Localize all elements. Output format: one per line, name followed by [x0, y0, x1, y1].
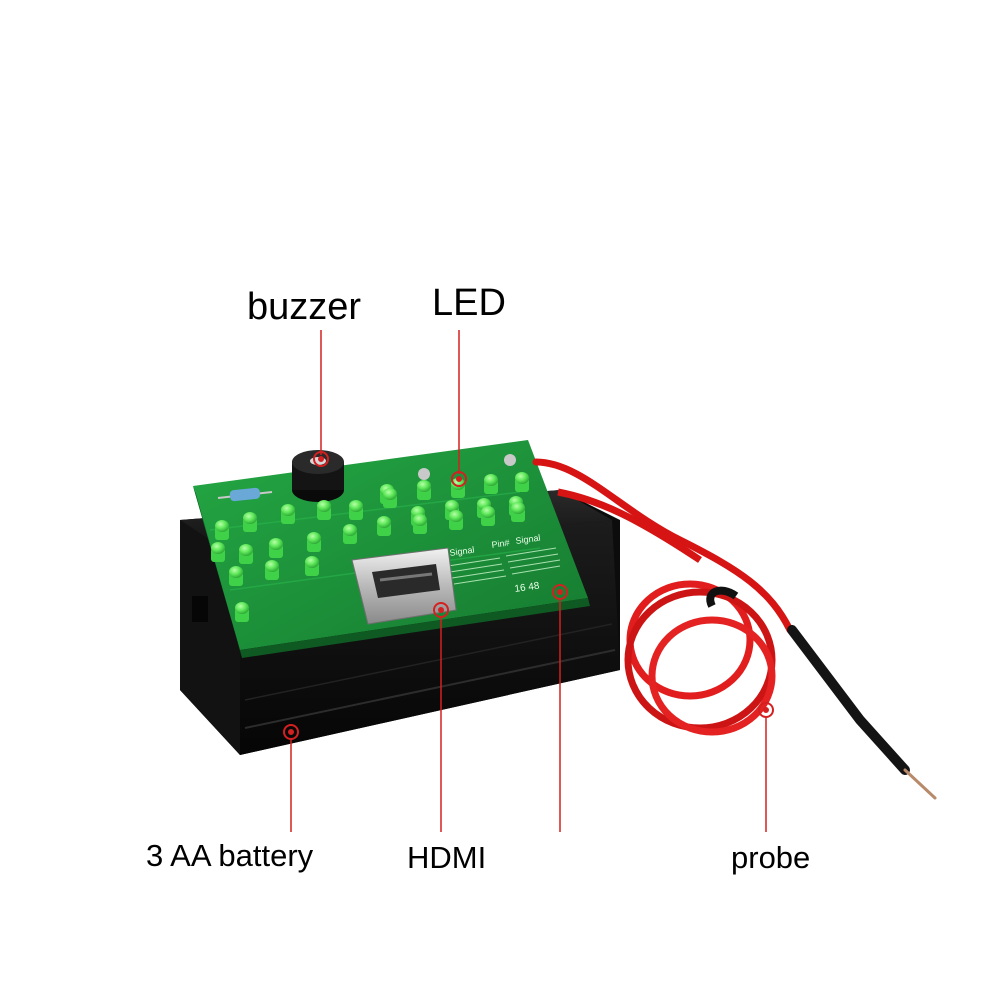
callout-board	[552, 584, 568, 832]
led-20	[343, 524, 357, 544]
led-24	[481, 506, 495, 526]
led-7	[243, 512, 257, 532]
callout-probe	[758, 702, 774, 832]
silkscreen-signal-left: Signal	[449, 545, 475, 558]
led-21	[377, 516, 391, 536]
led-29	[235, 602, 249, 622]
led-2	[417, 480, 431, 500]
callout-buzzer	[313, 330, 329, 467]
led-17	[239, 544, 253, 564]
led-19	[307, 532, 321, 552]
led-4	[484, 474, 498, 494]
callout-led	[451, 330, 467, 487]
silkscreen-code: 16 48	[514, 581, 541, 595]
silkscreen-signal-right: Signal	[515, 533, 541, 546]
label-led: LED	[432, 282, 506, 324]
label-probe: probe	[731, 840, 811, 875]
led-16	[211, 542, 225, 562]
led-array	[211, 472, 529, 622]
led-22	[413, 514, 427, 534]
led-3	[451, 478, 465, 498]
led-26	[229, 566, 243, 586]
callout-battery	[283, 724, 299, 832]
buzzer-component	[292, 450, 344, 502]
silkscreen-pin: Pin#	[491, 538, 510, 550]
label-battery: 3 AA battery	[146, 838, 314, 873]
board-silkscreen: Signal Pin# Signal 16 48	[449, 533, 541, 595]
led-27	[265, 560, 279, 580]
led-23	[449, 510, 463, 530]
led-9	[317, 500, 331, 520]
led-18	[269, 538, 283, 558]
led-25	[511, 502, 525, 522]
probe-wire	[532, 458, 937, 800]
hdmi-port	[351, 547, 457, 625]
label-buzzer: buzzer	[247, 286, 362, 328]
led-10	[349, 500, 363, 520]
screw-terminal	[418, 454, 516, 480]
led-28	[305, 556, 319, 576]
callout-hdmi	[433, 602, 449, 832]
led-11	[383, 488, 397, 508]
led-6	[215, 520, 229, 540]
led-8	[281, 504, 295, 524]
label-hdmi: HDMI	[407, 840, 487, 875]
resistor	[217, 487, 273, 502]
led-5	[515, 472, 529, 492]
